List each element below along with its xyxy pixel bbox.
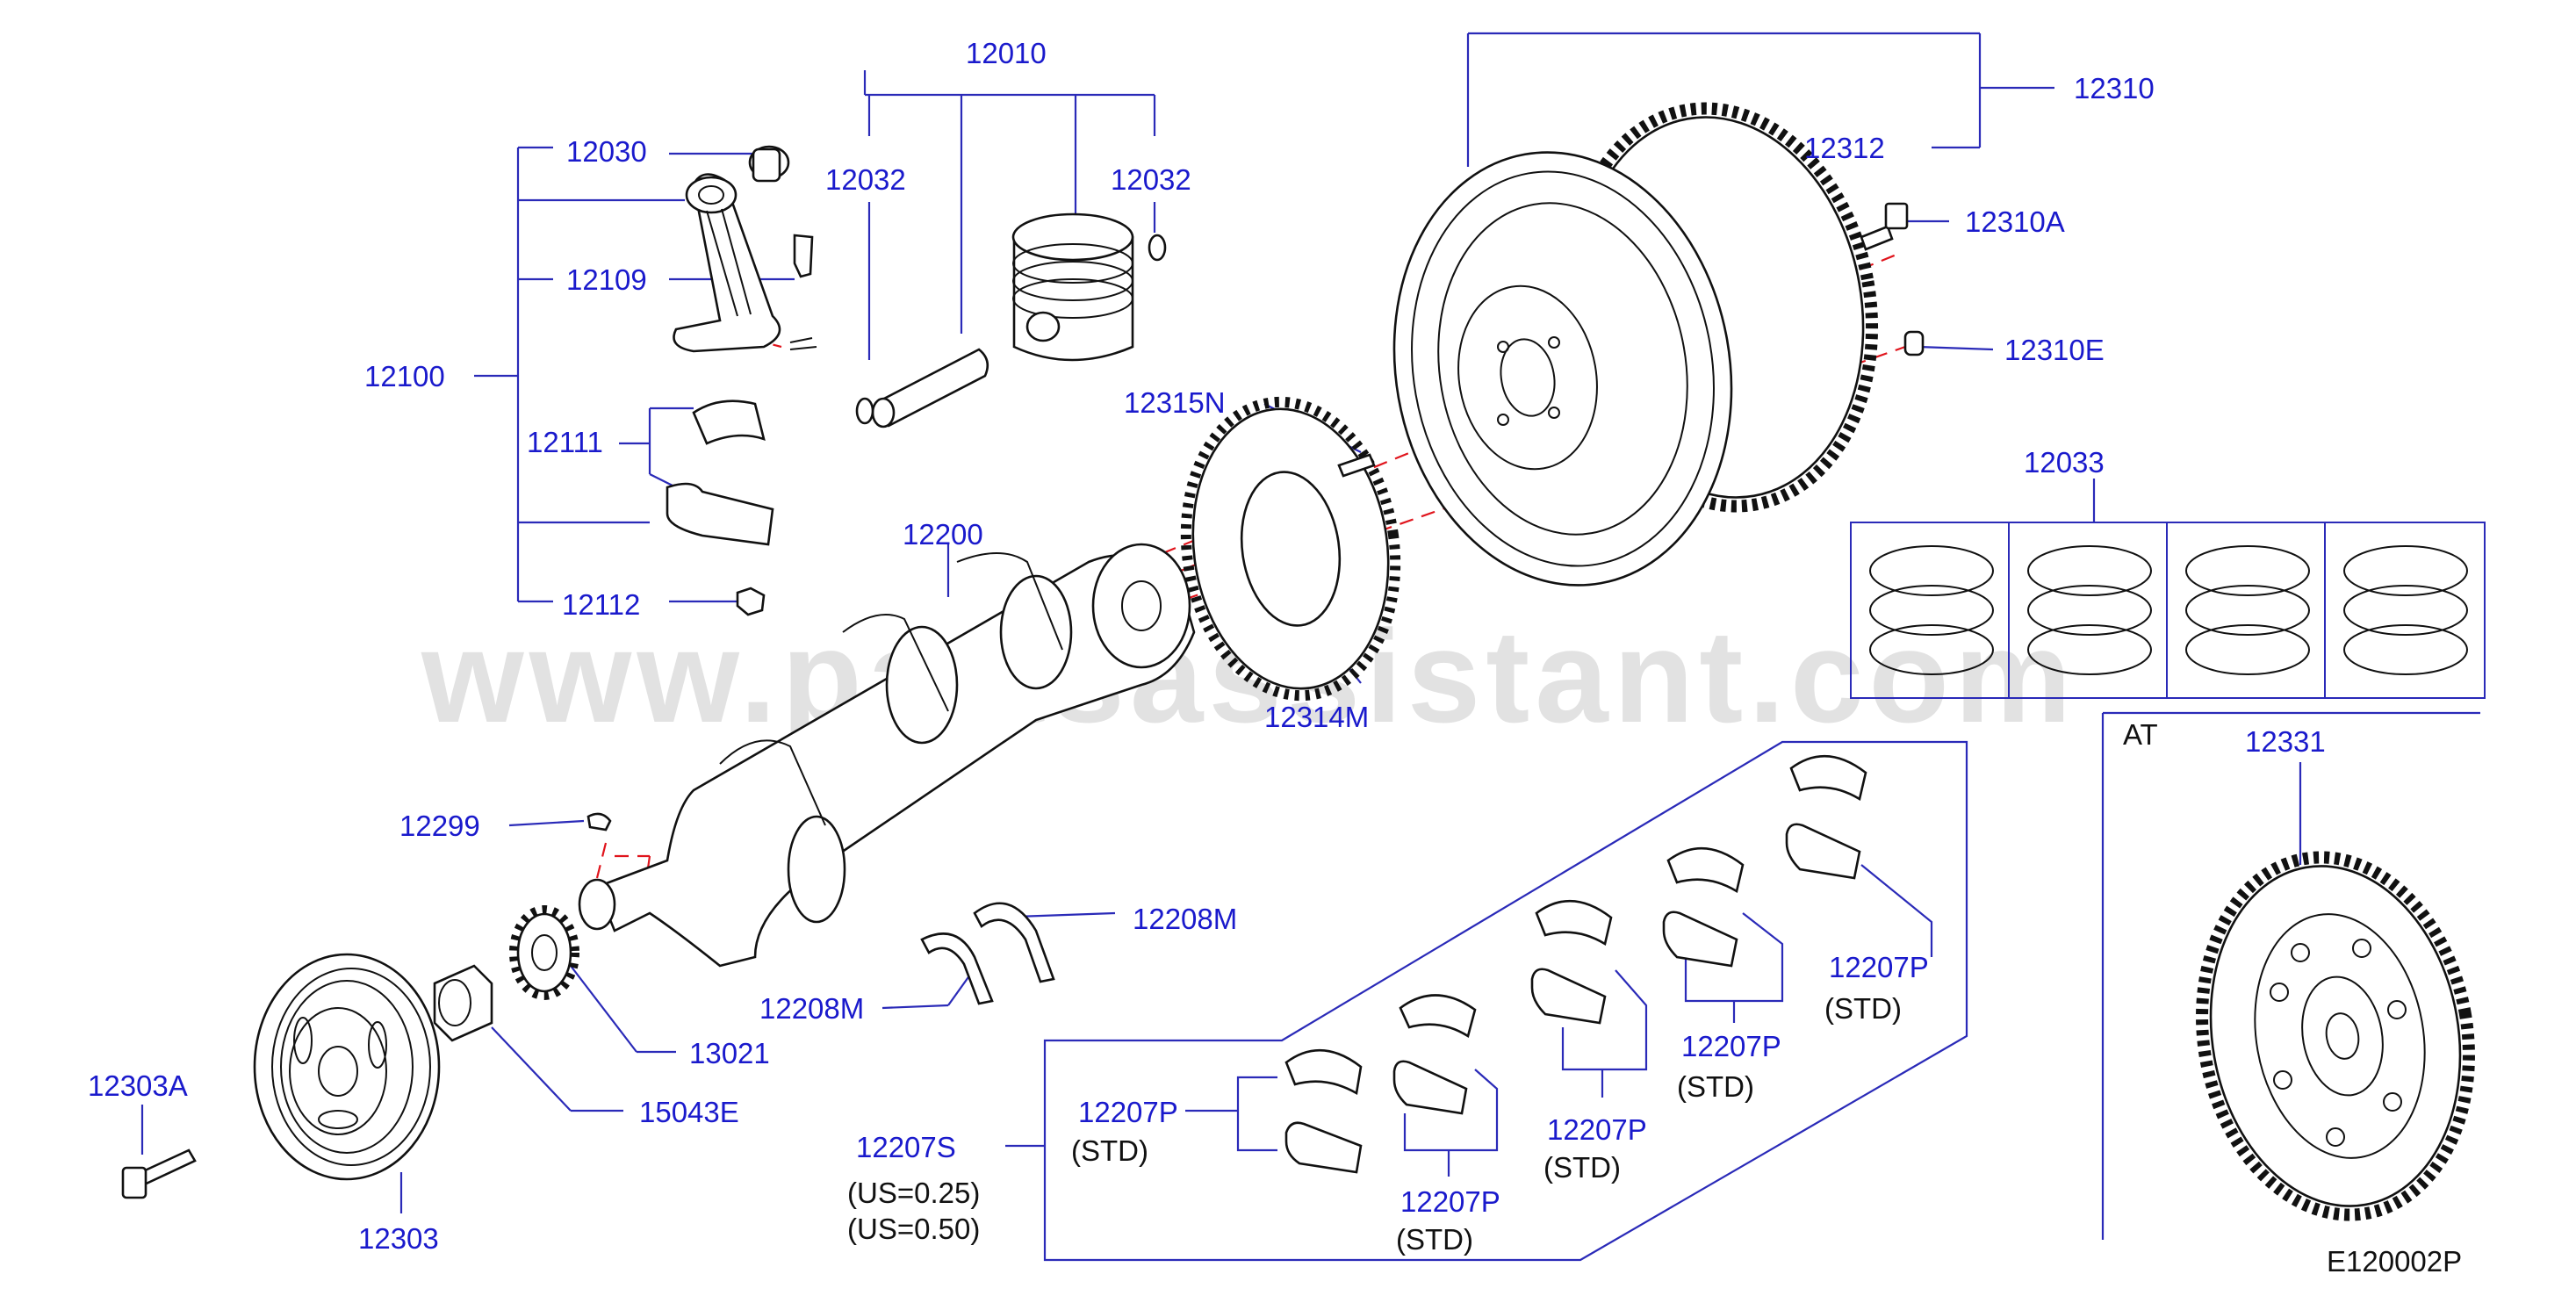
note-std-d: (STD) bbox=[1677, 1070, 1754, 1103]
main-bearing-pair-3 bbox=[1530, 899, 1613, 1025]
piston bbox=[1011, 212, 1134, 362]
conrod-nut bbox=[736, 587, 766, 616]
label-15043E[interactable]: 15043E bbox=[639, 1096, 739, 1128]
label-12207P-c[interactable]: 12207P bbox=[1547, 1113, 1647, 1146]
note-std-c: (STD) bbox=[1543, 1151, 1621, 1184]
drive-plate bbox=[2196, 851, 2475, 1221]
snap-ring-left bbox=[855, 397, 874, 425]
collar bbox=[433, 964, 493, 1042]
main-bearing-pair-1 bbox=[1284, 1048, 1363, 1174]
label-12310[interactable]: 12310 bbox=[2074, 72, 2155, 104]
main-bearing-pair-4 bbox=[1662, 846, 1745, 968]
label-12032-right[interactable]: 12032 bbox=[1111, 163, 1191, 196]
dowel-pin bbox=[1903, 330, 1925, 356]
label-12312[interactable]: 12312 bbox=[1804, 132, 1885, 164]
label-12208M-lower[interactable]: 12208M bbox=[759, 992, 864, 1025]
thrust-washer-lower bbox=[920, 932, 994, 1005]
conrod-bearing-lower bbox=[666, 482, 774, 546]
label-12303[interactable]: 12303 bbox=[358, 1222, 439, 1255]
label-12299[interactable]: 12299 bbox=[399, 810, 480, 842]
note-std-b: (STD) bbox=[1396, 1223, 1473, 1256]
label-12030[interactable]: 12030 bbox=[566, 135, 647, 168]
pulley-bolt bbox=[121, 1148, 197, 1199]
note-std-e: (STD) bbox=[1824, 992, 1902, 1025]
piston-ring-sets bbox=[1850, 522, 2486, 699]
label-12100[interactable]: 12100 bbox=[364, 360, 445, 392]
label-12207P-a[interactable]: 12207P bbox=[1078, 1096, 1178, 1128]
figure-code: E120002P bbox=[2327, 1245, 2462, 1278]
piston-pin bbox=[871, 348, 989, 428]
signal-plate-bolt bbox=[1337, 453, 1376, 478]
label-12109[interactable]: 12109 bbox=[566, 263, 647, 296]
label-12207P-e[interactable]: 12207P bbox=[1829, 951, 1929, 983]
label-13021[interactable]: 13021 bbox=[689, 1037, 770, 1069]
snap-ring-right bbox=[1148, 234, 1167, 262]
connecting-rod bbox=[673, 145, 817, 353]
label-12331[interactable]: 12331 bbox=[2245, 725, 2326, 758]
crank-pulley bbox=[253, 953, 441, 1181]
label-12112[interactable]: 12112 bbox=[562, 588, 640, 621]
woodruff-key bbox=[586, 812, 612, 831]
label-12111[interactable]: 12111 bbox=[527, 426, 603, 458]
leader-lines bbox=[140, 32, 2480, 1262]
conrod-bearing-upper bbox=[692, 400, 766, 445]
thrust-washer-upper bbox=[973, 902, 1055, 983]
label-12032-left[interactable]: 12032 bbox=[825, 163, 906, 196]
flywheel-bolt bbox=[1860, 202, 1909, 251]
notes: (STD) (STD) (STD) (STD) (STD) (US=0.25) … bbox=[847, 718, 2462, 1278]
crank-sprocket bbox=[509, 905, 579, 1000]
label-12303A[interactable]: 12303A bbox=[88, 1069, 188, 1102]
label-12200[interactable]: 12200 bbox=[903, 518, 983, 551]
flywheel bbox=[1392, 102, 1879, 587]
main-bearings bbox=[1284, 754, 1867, 1174]
label-12208M-upper[interactable]: 12208M bbox=[1133, 903, 1237, 935]
label-12314M[interactable]: 12314M bbox=[1264, 701, 1369, 733]
part-number-labels: 12010 12030 12032 12032 12109 12100 1211… bbox=[88, 37, 2326, 1255]
note-us025: (US=0.25) bbox=[847, 1177, 980, 1209]
note-std-a: (STD) bbox=[1071, 1134, 1148, 1167]
label-12207S[interactable]: 12207S bbox=[856, 1131, 956, 1163]
main-bearing-pair-2 bbox=[1392, 994, 1477, 1115]
note-us050: (US=0.50) bbox=[847, 1213, 980, 1245]
label-12010[interactable]: 12010 bbox=[966, 37, 1047, 69]
label-12310A[interactable]: 12310A bbox=[1965, 205, 2065, 238]
label-12207P-b[interactable]: 12207P bbox=[1400, 1185, 1500, 1218]
crankshaft bbox=[578, 543, 1196, 968]
note-at: AT bbox=[2123, 718, 2158, 751]
main-bearing-pair-5 bbox=[1785, 754, 1867, 880]
label-12207P-d[interactable]: 12207P bbox=[1681, 1030, 1781, 1062]
label-12315N[interactable]: 12315N bbox=[1124, 386, 1226, 419]
label-12310E[interactable]: 12310E bbox=[2004, 334, 2105, 366]
label-12033[interactable]: 12033 bbox=[2024, 446, 2105, 479]
signal-plate bbox=[1180, 396, 1401, 702]
